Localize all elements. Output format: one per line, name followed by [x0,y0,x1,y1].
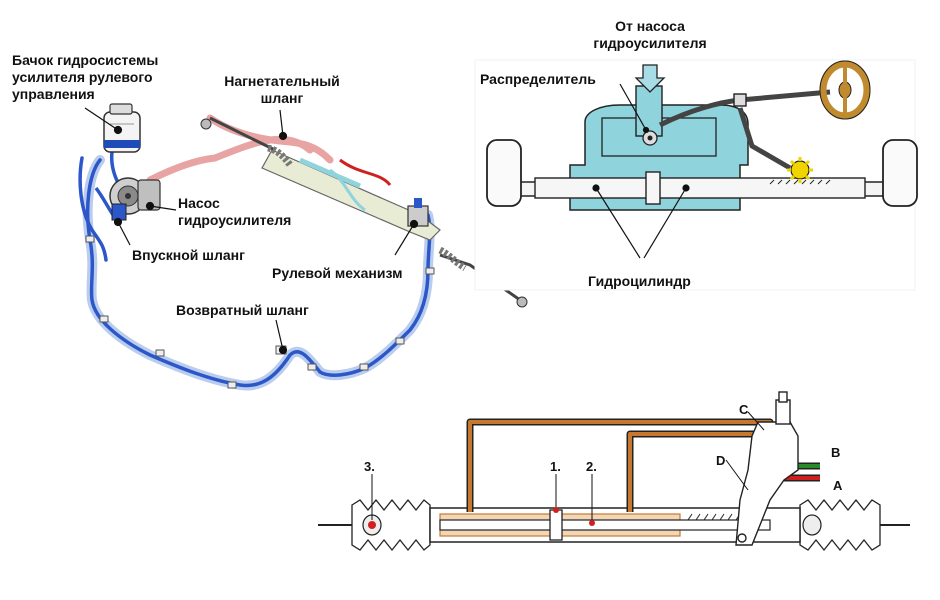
piston [549,509,563,541]
label-steering-gear: Рулевой механизм [272,265,403,281]
right-boot [799,498,881,552]
label-port-d: D [716,453,726,468]
system-layout-panel [78,103,528,391]
label-pressure-hose: Нагнетательный шланг [224,73,340,106]
label-port-b: B [831,445,841,460]
ball-joint-right [802,514,822,536]
label-from-pump: От насоса гидроусилителя [593,18,707,51]
schematic-leaders [592,83,690,259]
pump-icon [109,177,161,221]
label-intake-hose: Впускной шланг [132,247,245,263]
pinion-gear-icon [787,157,813,183]
return-hose [78,150,435,391]
layout-leaders [84,107,419,355]
steering-wheel-icon [819,60,871,120]
wheel-icon [486,139,918,207]
label-distributor: Распределитель [480,71,596,87]
label-marker-3: 3. [364,459,375,474]
label-port-a: A [833,478,843,493]
distributor-icon [635,85,663,146]
valve-body [735,391,799,546]
position-markers [371,411,765,526]
pump-inlet-arrow [634,64,666,93]
steering-column [658,89,831,171]
steering-gear-icon [200,116,528,308]
rack-section-panel [318,391,910,590]
schematic-panel [474,59,918,291]
label-marker-2: 2. [586,459,597,474]
label-reservoir: Бачок гидросистемы усилителя рулевого уп… [12,52,159,102]
label-port-c: C [739,402,749,417]
label-pump: Насос гидроусилителя [178,195,292,228]
reservoir-icon [103,103,141,153]
label-return-hose: Возвратный шланг [176,302,309,318]
label-hydro-cylinder: Гидроцилиндр [588,273,691,289]
label-marker-1: 1. [550,459,561,474]
